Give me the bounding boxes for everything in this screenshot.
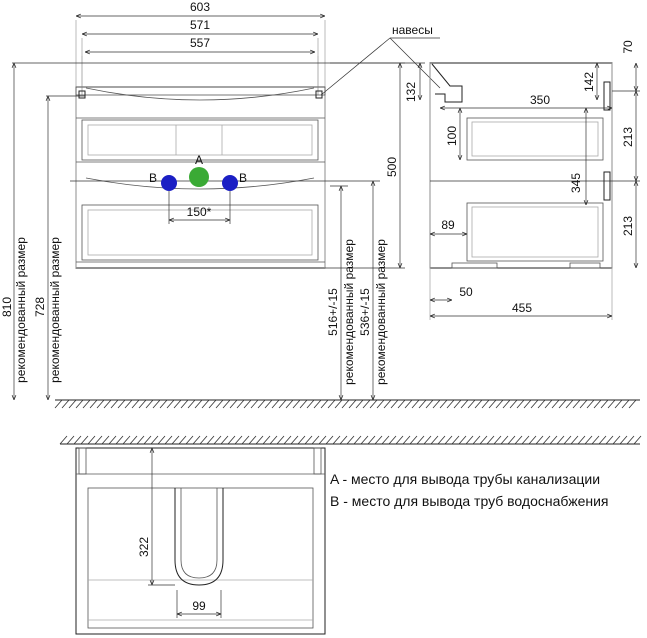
lower-drawer	[81, 204, 319, 261]
pipe-points: A B B 150*	[149, 153, 247, 224]
dim-516: 516+/-15	[326, 288, 340, 336]
legend-b: B - место для вывода труб водоснабжения	[330, 493, 609, 509]
dim-728: 728	[33, 297, 47, 317]
sewer-point-a	[189, 167, 209, 187]
dim-603: 603	[190, 0, 210, 14]
label-b-right: B	[239, 171, 247, 185]
side-slot-top	[603, 81, 611, 111]
front-view	[12, 20, 425, 269]
plan-drawer	[87, 487, 314, 629]
dim-150: 150*	[187, 205, 212, 219]
dim-213-top: 213	[621, 127, 635, 147]
dim-213-bottom: 213	[621, 216, 635, 236]
hinges-label: навесы	[392, 23, 433, 37]
countertop	[75, 86, 326, 96]
side-upper-drawer	[466, 117, 604, 161]
siphon-curve	[85, 177, 315, 190]
side-lower-drawer	[466, 202, 604, 262]
dim-100: 100	[445, 126, 459, 146]
dim-350: 350	[530, 93, 550, 107]
dim-132: 132	[404, 82, 418, 102]
hinges-callout: навесы	[320, 23, 441, 96]
legend-a: A - место для вывода трубы канализации	[330, 471, 600, 487]
dim-322: 322	[137, 537, 151, 557]
dim-70: 70	[621, 40, 635, 54]
dim-536: 536+/-15	[358, 288, 372, 336]
side-slot-bottom	[603, 171, 611, 201]
side-view	[429, 62, 640, 320]
plan-view: 322 99	[59, 435, 642, 635]
dim-50: 50	[459, 285, 473, 299]
recommended-536: рекомендованный размер	[374, 239, 388, 385]
wall-bracket	[431, 63, 463, 103]
hinge-left	[78, 90, 86, 99]
dim-345: 345	[569, 173, 583, 193]
left-dimensions: 810 рекомендованный размер 728 рекомендо…	[0, 63, 62, 400]
upper-drawer	[81, 119, 319, 161]
top-dimensions: 603 571 557	[76, 0, 325, 52]
dim-99: 99	[192, 599, 206, 613]
recommended-810: рекомендованный размер	[14, 237, 28, 383]
water-point-b-right	[222, 175, 238, 191]
dim-500: 500	[385, 157, 399, 177]
plan-cabinet-outline	[75, 447, 326, 635]
side-dimensions: 132 100 142 350 345 89 50 455 70 213 213	[404, 40, 636, 316]
basin-curve	[85, 87, 315, 101]
dim-89: 89	[441, 218, 455, 232]
label-a: A	[195, 153, 203, 167]
dim-142: 142	[582, 72, 596, 92]
dim-810: 810	[0, 297, 14, 317]
siphon-cutout-outer	[174, 488, 224, 586]
dim-571: 571	[190, 18, 210, 32]
front-right-dimensions: 516+/-15 рекомендованный размер 536+/-15…	[326, 63, 400, 400]
siphon-cutout-inner	[180, 488, 218, 579]
dim-455: 455	[512, 301, 532, 315]
recommended-728: рекомендованный размер	[48, 237, 62, 383]
floor-line	[54, 399, 640, 409]
water-point-b-left	[161, 175, 177, 191]
side-cabinet-outline	[429, 62, 613, 269]
legend: A - место для вывода трубы канализации B…	[330, 471, 609, 509]
recommended-516: рекомендованный размер	[342, 239, 356, 385]
dim-557: 557	[190, 36, 210, 50]
label-b-left: B	[149, 171, 157, 185]
